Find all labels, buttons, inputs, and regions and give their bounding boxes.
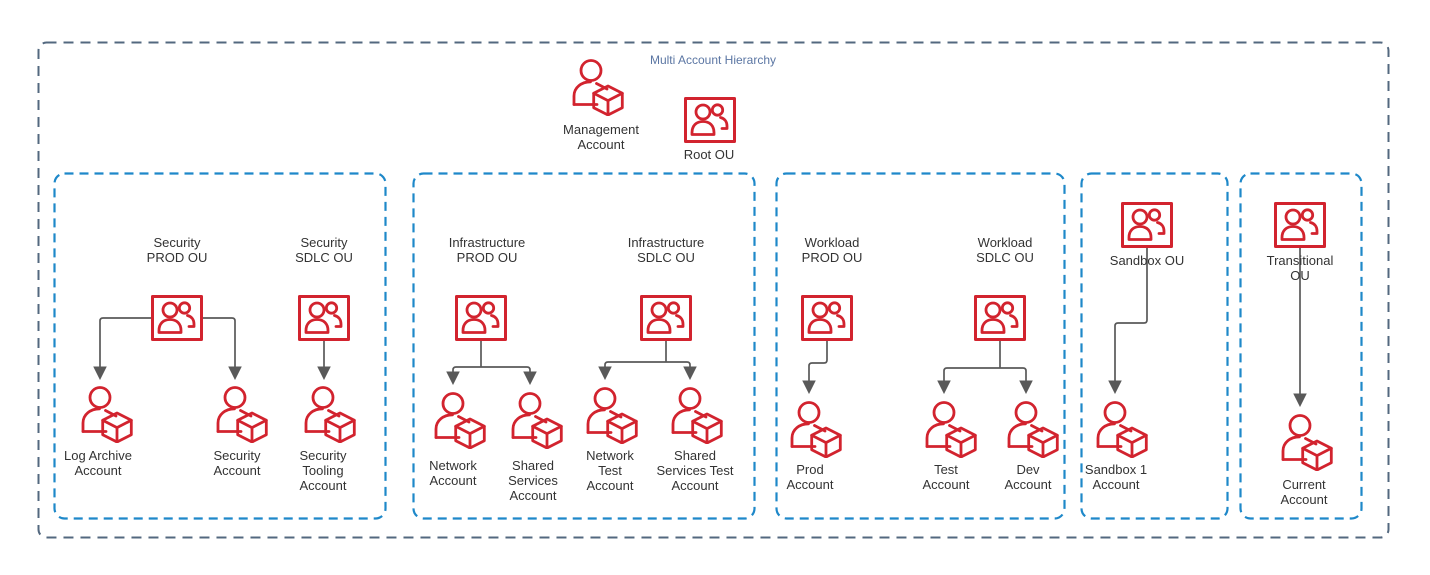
workload-ou-container [775,172,1066,520]
current-account-icon [1280,413,1334,471]
infrastructure-sdlc-ou-icon [640,295,692,341]
test-account-label: Test Account [922,462,970,492]
dev-account-label: Dev Account [1004,462,1052,492]
current-account-label: Current Account [1280,477,1328,507]
security-prod-ou-icon [151,295,203,341]
security-ou-container [53,172,387,520]
sandbox-ou-container [1080,172,1229,520]
root-ou-label: Root OU [683,147,735,162]
sandbox1-account-icon [1095,400,1149,458]
connector-security-prod-ou-to-security-account [203,317,242,381]
management-account-icon [571,58,625,116]
transitional-ou-label: Transitional OU [1266,253,1334,283]
security-prod-ou-label: Security PROD OU [146,235,208,265]
shared-services-test-account-icon [670,386,724,444]
infrastructure-prod-ou-label: Infrastructure PROD OU [448,235,526,265]
shared-services-account-icon [510,391,564,449]
transitional-ou-container [1239,172,1363,520]
prod-account-label: Prod Account [786,462,834,492]
connector-workload-prod-ou-to-prod-account [802,341,828,395]
connector-workload-sdlc-ou-branch [937,341,1033,395]
infrastructure-sdlc-ou-label: Infrastructure SDLC OU [627,235,705,265]
prod-account-icon [789,400,843,458]
sandbox1-account-label: Sandbox 1 Account [1084,462,1148,492]
connector-infrastructure-sdlc-ou-branch [598,341,697,381]
connector-security-prod-ou-to-log-archive [93,317,151,381]
workload-sdlc-ou-label: Workload SDLC OU [976,235,1034,265]
workload-sdlc-ou-icon [974,295,1026,341]
sandbox-ou-icon [1121,202,1173,248]
security-account-label: Security Account [213,448,261,478]
log-archive-account-label: Log Archive Account [64,448,132,478]
shared-services-account-label: Shared Services Account [508,458,558,503]
security-account-icon [215,385,269,443]
dev-account-icon [1006,400,1060,458]
network-account-icon [433,391,487,449]
infrastructure-ou-container [412,172,756,520]
network-test-account-label: Network Test Account [586,448,634,493]
infrastructure-prod-ou-icon [455,295,507,341]
security-tooling-account-label: Security Tooling Account [299,448,347,493]
shared-services-test-account-label: Shared Services Test Account [656,448,734,493]
test-account-icon [924,400,978,458]
workload-prod-ou-icon [801,295,853,341]
organization-outer-container [37,41,1390,539]
network-test-account-icon [585,386,639,444]
connector-sandbox-ou-to-sandbox1-account [1108,248,1148,395]
network-account-label: Network Account [429,458,477,488]
security-tooling-account-icon [303,385,357,443]
management-account-label: Management Account [563,122,639,152]
sandbox-ou-label: Sandbox OU [1109,253,1185,268]
transitional-ou-icon [1274,202,1326,248]
workload-prod-ou-label: Workload PROD OU [801,235,863,265]
security-sdlc-ou-icon [298,295,350,341]
log-archive-account-icon [80,385,134,443]
root-ou-icon [683,97,737,143]
security-sdlc-ou-label: Security SDLC OU [295,235,353,265]
connector-infrastructure-prod-ou-branch [446,341,537,386]
diagram-title: Multi Account Hierarchy [649,53,777,67]
